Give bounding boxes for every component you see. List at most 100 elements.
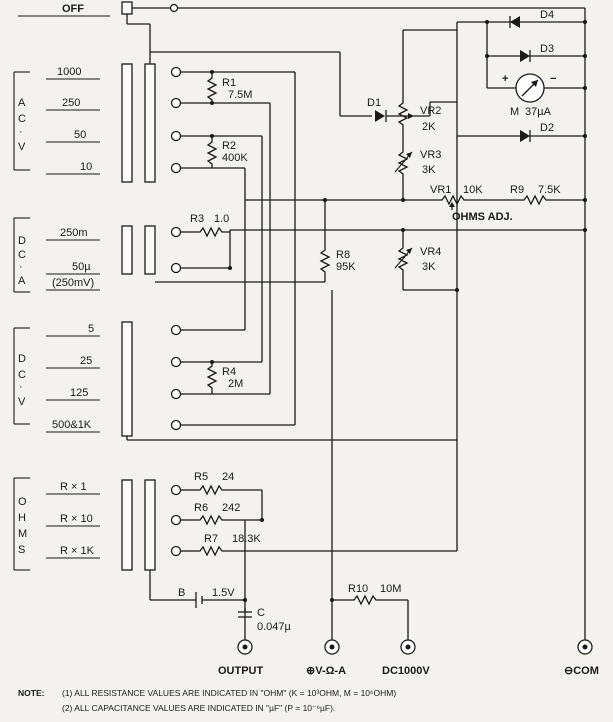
meter-plus: + — [502, 73, 508, 85]
r7-name: R7 — [204, 533, 218, 545]
dca-contact-50u — [170, 262, 182, 274]
r7-value: 18.3K — [232, 533, 261, 545]
vr4-resistor — [397, 244, 409, 278]
dcv-range-5: 5 — [88, 323, 94, 335]
dca-letter-4: A — [18, 275, 26, 287]
off-label: OFF — [62, 3, 84, 15]
ohms-letter-3: M — [18, 528, 27, 540]
dcv-letter-2: C — [18, 369, 26, 381]
ohms-group: O H M S R × 1 R × 10 R × 1K R5 24 R6 242… — [13, 471, 458, 571]
note-line-2: (2) ALL CAPACITANCE VALUES ARE INDICATED… — [62, 703, 336, 713]
r5-resistor — [196, 484, 262, 496]
battery-value: 1.5V — [212, 587, 235, 599]
r6-name: R6 — [194, 502, 208, 514]
dca-range-250mv: (250mV) — [52, 277, 94, 289]
ohms-letter-1: O — [18, 496, 27, 508]
r2-value: 400K — [222, 152, 248, 164]
dca-letter-1: D — [18, 235, 26, 247]
vr3-name: VR3 — [420, 149, 441, 161]
dca-rotary-wafer — [121, 225, 133, 275]
vr3-value: 3K — [422, 164, 436, 176]
d3-diode — [520, 50, 530, 62]
battery-name: B — [178, 587, 185, 599]
r1-resistor — [206, 72, 218, 103]
r10-resistor — [350, 594, 408, 606]
meter-minus: − — [550, 73, 556, 85]
r8-resistor — [319, 246, 331, 278]
r7-resistor — [196, 545, 457, 557]
r4-value: 2M — [228, 378, 243, 390]
dcv-letter-4: V — [18, 396, 26, 408]
r3-value: 1.0 — [214, 213, 229, 225]
ohms-letter-4: S — [18, 544, 25, 556]
dcv-contact-500 — [170, 419, 182, 431]
acv-letter-1: A — [18, 97, 26, 109]
dca-range-50u: 50µ — [72, 261, 91, 273]
acv-range-10: 10 — [80, 161, 92, 173]
acv-range-250: 250 — [62, 97, 80, 109]
ohms-contact-rx10 — [170, 514, 182, 526]
acv-range-1000: 1000 — [57, 66, 81, 78]
dc1000v-label: DC1000V — [382, 665, 430, 677]
notes-block: NOTE: (1) ALL RESISTANCE VALUES ARE INDI… — [18, 686, 396, 716]
vr1-value: 10K — [463, 184, 483, 196]
acv-letter-3: · — [19, 126, 23, 138]
r4-name: R4 — [222, 366, 236, 378]
acv-contact-10 — [170, 162, 182, 174]
meter-name: M — [510, 106, 519, 118]
ohms-range-rx10: R × 10 — [60, 513, 93, 525]
d1-label: D1 — [367, 97, 381, 109]
r1-value: 7.5M — [228, 89, 252, 101]
ohms-range-rx1k: R × 1K — [60, 545, 95, 557]
dcv-range-500-1k: 500&1K — [52, 419, 92, 431]
r8-name: R8 — [336, 249, 350, 261]
ohms-contact-rx1k — [170, 545, 182, 557]
acv-range-50: 50 — [74, 129, 86, 141]
meter-value: 37µA — [525, 106, 552, 118]
r6-resistor — [196, 514, 262, 526]
r10-name: R10 — [348, 583, 368, 595]
r2-name: R2 — [222, 140, 236, 152]
capacitor-name: C — [257, 607, 265, 619]
r4-resistor — [206, 362, 218, 394]
d2-label: D2 — [540, 122, 554, 134]
vr4-name: VR4 — [420, 246, 441, 258]
r10-value: 10M — [380, 583, 401, 595]
dcv-contact-5 — [170, 324, 182, 336]
r1-name: R1 — [222, 77, 236, 89]
dcv-letter-3: · — [19, 381, 23, 393]
dca-letter-3: · — [19, 261, 23, 273]
vr1-resistor — [438, 194, 470, 206]
dcv-range-25: 25 — [80, 355, 92, 367]
acv-letter-4: V — [18, 141, 26, 153]
acv-contact-250 — [170, 97, 182, 109]
r5-name: R5 — [194, 471, 208, 483]
r8-branch: R8 95K — [155, 198, 356, 283]
dcv-range-125: 125 — [70, 387, 88, 399]
capacitor-value: 0.047µ — [257, 621, 292, 633]
dcv-group: D C · V 5 25 125 500&1K R4 2M — [13, 103, 457, 441]
v-ohm-a-label: ⊕V-Ω-A — [306, 665, 346, 677]
r8-value: 95K — [336, 261, 356, 273]
acv-letter-2: C — [18, 113, 26, 125]
d2-diode — [520, 130, 530, 142]
d1-diode — [375, 110, 385, 122]
dca-letter-2: C — [18, 249, 26, 261]
dca-rotary-wafer-2 — [144, 225, 156, 275]
ohms-range-rx1: R × 1 — [60, 481, 87, 493]
vr3-resistor — [397, 148, 409, 180]
off-switch: OFF — [18, 1, 585, 25]
dcv-contact-25 — [170, 356, 182, 368]
rectifier-section: D1 D4 D3 + − M 37µA D2 — [149, 8, 587, 640]
acv-rotary-wafer-2 — [144, 63, 156, 183]
vr2-resistor — [397, 98, 409, 132]
acv-contact-50 — [170, 130, 182, 142]
r9-value: 7.5K — [538, 184, 561, 196]
d4-diode — [510, 16, 520, 28]
vr2-value: 2K — [422, 121, 436, 133]
vr4-value: 3K — [422, 261, 436, 273]
ohms-contact-rx1 — [170, 484, 182, 496]
dca-group: D C · A 250m 50µ (250mV) R3 1.0 — [13, 213, 232, 293]
dca-range-250m: 250m — [60, 227, 88, 239]
dcv-contact-125 — [170, 388, 182, 400]
